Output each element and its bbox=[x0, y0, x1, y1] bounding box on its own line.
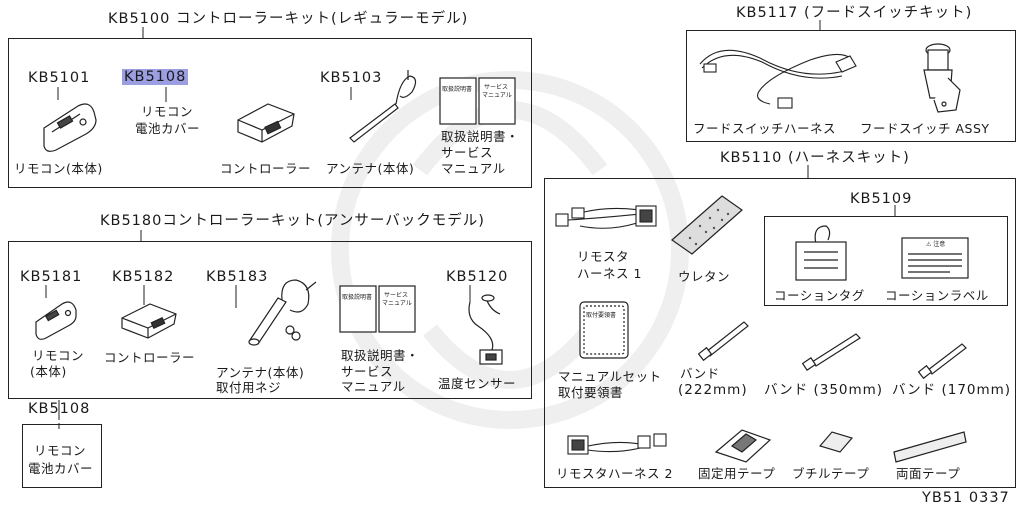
kb5108-standalone-label-2: 電池カバー bbox=[28, 461, 94, 476]
manual-card-right-2-2: マニュアル bbox=[382, 300, 412, 307]
harness1-label-line1: リモスタ bbox=[577, 249, 630, 264]
fixing-tape-label: 固定用テープ bbox=[698, 466, 776, 481]
kb5120-label: 温度センサー bbox=[438, 376, 517, 391]
manual-label-line2: サービス bbox=[441, 145, 494, 160]
kb5103-label: アンテナ(本体) bbox=[326, 161, 415, 176]
band170-label: バンド (170mm) bbox=[892, 382, 1012, 398]
band350-label: バンド (350mm) bbox=[764, 382, 884, 398]
kb5100-title: KB5100 コントローラーキット(レギュラーモデル) bbox=[108, 11, 469, 27]
kb5103-code: KB5103 bbox=[320, 70, 383, 86]
manual-set-label-line1: マニュアルセット bbox=[558, 369, 662, 384]
kb5182-code: KB5182 bbox=[112, 269, 175, 285]
harness1-label-line2: ハーネス 1 bbox=[577, 266, 642, 281]
kb5180-group-box bbox=[8, 241, 532, 399]
caution-label-label: コーションラベル bbox=[885, 288, 989, 303]
band222-label-line2: (222mm) bbox=[678, 382, 748, 398]
manual-card-right-1-2: サービス bbox=[384, 292, 409, 299]
kb5110-title: KB5110 (ハーネスキット) bbox=[720, 150, 910, 166]
manual-label-line1: 取扱説明書・ bbox=[441, 129, 520, 144]
hood-switch-harness-label: フードスイッチハーネス bbox=[693, 121, 837, 136]
manual-card-right-1: サービス bbox=[484, 84, 509, 91]
kb5110-group-box bbox=[544, 178, 1016, 488]
band222-label-line1: バンド bbox=[680, 366, 720, 381]
manual2-label-line2: サービス bbox=[341, 364, 394, 379]
kb5120-code: KB5120 bbox=[446, 269, 509, 285]
caution-sticker-header: ⚠ 注意 bbox=[926, 241, 946, 248]
manual-card-left: 取扱説明書 bbox=[442, 86, 473, 93]
manual2-label-line1: 取扱説明書・ bbox=[341, 348, 420, 363]
urethane-label: ウレタン bbox=[678, 269, 731, 284]
manual-card-right-2: マニュアル bbox=[482, 92, 512, 99]
manual-set-label-line2: 取付要領書 bbox=[558, 385, 624, 400]
kb5100-group-box bbox=[8, 38, 532, 188]
kb5183-code: KB5183 bbox=[206, 269, 269, 285]
kb5183-label-line1: アンテナ(本体) bbox=[216, 365, 305, 380]
kb5101-label: リモコン(本体) bbox=[14, 161, 103, 176]
kb5182-label: コントローラー bbox=[104, 350, 196, 365]
kb5108-label-line1: リモコン bbox=[141, 104, 194, 119]
kb5181-label-line2: (本体) bbox=[30, 364, 67, 379]
kb5108-standalone-label-1: リモコン bbox=[34, 443, 87, 458]
kb5108-label-line2: 電池カバー bbox=[135, 121, 201, 136]
manual-label-line3: マニュアル bbox=[441, 161, 506, 176]
kb5108-standalone-box bbox=[22, 424, 102, 488]
kb5181-label-line1: リモコン bbox=[32, 348, 85, 363]
kb5108-standalone-code: KB5108 bbox=[28, 401, 91, 417]
harness2-label: リモスタハーネス 2 bbox=[556, 466, 673, 481]
kb5183-label-line2: 取付用ネジ bbox=[216, 380, 282, 395]
kb5117-group-box bbox=[686, 30, 1016, 142]
butyl-tape-label: ブチルテープ bbox=[792, 466, 870, 481]
manual-card-left-2: 取扱説明書 bbox=[342, 294, 373, 301]
kb5101-code: KB5101 bbox=[28, 70, 91, 86]
kb5109-group-box bbox=[764, 216, 1008, 306]
remote-drawing bbox=[43, 103, 97, 152]
kb5180-title: KB5180コントローラーキット(アンサーバックモデル) bbox=[100, 213, 485, 229]
manual2-label-line3: マニュアル bbox=[341, 379, 406, 394]
caution-tag-label: コーションタグ bbox=[774, 288, 865, 303]
hood-switch-assy-label: フードスイッチ ASSY bbox=[860, 121, 990, 136]
controller-label: コントローラー bbox=[220, 161, 312, 176]
kb5117-title: KB5117 (フードスイッチキット) bbox=[736, 5, 973, 21]
double-sided-tape-label: 両面テープ bbox=[896, 466, 961, 481]
kb5181-code: KB5181 bbox=[20, 269, 83, 285]
diagram-reference-code: YB51 0337 bbox=[922, 490, 1010, 506]
manual-set-card-text: 取付要領書 bbox=[586, 312, 617, 319]
kb5109-code: KB5109 bbox=[850, 191, 913, 207]
kb5108-highlighted-code[interactable]: KB5108 bbox=[122, 69, 189, 85]
